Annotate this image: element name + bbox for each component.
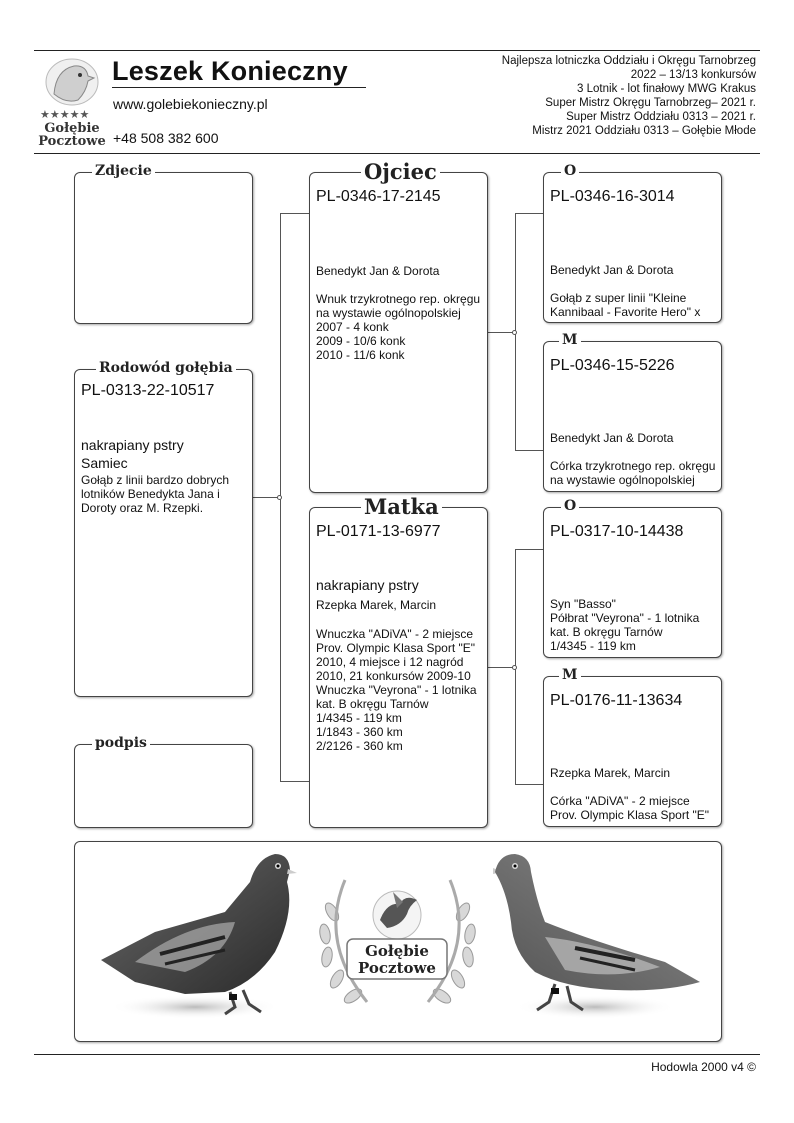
mother-desc-line: Wnuczka "ADiVA" - 2 miejsce	[316, 627, 474, 641]
maternal-grandmother-ring: PL-0176-11-13634	[550, 692, 683, 709]
mother-box: PL-0171-13-6977 nakrapiany pstry Rzepka …	[309, 507, 488, 828]
maternal-grandfather-box: PL-0317-10-14438 Syn "Basso" Półbrat "Ve…	[543, 507, 722, 658]
pigeon-sex: Samiec	[81, 455, 128, 471]
center-logo-text-line-1: Gołębie	[365, 942, 429, 960]
phone-number: +48 508 382 600	[113, 130, 219, 146]
paternal-grandmother-ring: PL-0346-15-5226	[550, 357, 675, 374]
mother-desc-line: Prov. Olympic Klasa Sport "E"	[316, 641, 476, 655]
signature-box	[74, 744, 253, 828]
paternal-grandmother-desc-line: na wystawie ogólnopolskiej	[550, 473, 695, 487]
pigeon-description: Gołąb z linii bardzo dobrych lotników Be…	[81, 473, 230, 515]
maternal-grandfather-ring: PL-0317-10-14438	[550, 523, 684, 540]
achievement-line: Najlepsza lotniczka Oddziału i Okręgu Ta…	[501, 55, 756, 67]
pigeons-illustration: Gołębie Pocztowe	[101, 854, 700, 1019]
mother-desc-line: 2/2126 - 360 km	[316, 739, 403, 753]
paternal-grandmother-box: PL-0346-15-5226 Benedykt Jan & Dorota Có…	[543, 341, 722, 492]
photo-box-title: Zdjecie	[92, 164, 155, 178]
mother-color: nakrapiany pstry	[316, 577, 419, 593]
logo-text-line-1: Gołębie	[44, 121, 99, 136]
illustration-box: Gołębie Pocztowe	[74, 841, 722, 1042]
header-top-rule	[34, 50, 760, 51]
mother-breeder: Rzepka Marek, Marcin	[316, 598, 437, 612]
paternal-grandfather-box-title: O	[561, 164, 580, 178]
maternal-grandmother-box: PL-0176-11-13634 Rzepka Marek, Marcin Có…	[543, 676, 722, 827]
mother-desc-line: 2010, 4 miejsce i 12 nagród	[316, 655, 464, 669]
mother-desc-line: 2010, 21 konkursów 2009-10	[316, 669, 471, 683]
maternal-grandfather-desc-line: Półbrat "Veyrona" - 1 lotnika	[550, 611, 700, 625]
maternal-grandmother-desc-line: Prov. Olympic Klasa Sport "E"	[550, 808, 710, 822]
achievement-line: 2022 – 13/13 konkursów	[630, 69, 756, 81]
pigeon-box-title: Rodowód gołębia	[96, 361, 236, 375]
father-box: PL-0346-17-2145 Benedykt Jan & Dorota Wn…	[309, 172, 488, 493]
paternal-grandfather-breeder: Benedykt Jan & Dorota	[550, 263, 674, 277]
maternal-grandfather-desc-line: kat. B okręgu Tarnów	[550, 625, 663, 639]
father-desc-line: 2010 - 11/6 konk	[316, 348, 405, 362]
website-link[interactable]: www.golebiekonieczny.pl	[113, 96, 268, 112]
achievement-line: Super Mistrz Okręgu Tarnobrzeg– 2021 r.	[545, 97, 756, 109]
maternal-grandmother-desc-line: Córka "ADiVA" - 2 miejsce	[550, 794, 690, 808]
maternal-grandmother-box-title: M	[559, 668, 581, 682]
logo-emblem: ★★★★★ Gołębie Pocztowe	[38, 58, 106, 146]
maternal-grandfather-desc-line: 1/4345 - 119 km	[550, 639, 636, 653]
father-desc-line: Wnuk trzykrotnego rep. okręgu	[316, 292, 481, 306]
father-box-title: Ojciec	[361, 161, 440, 182]
maternal-grandmother-breeder: Rzepka Marek, Marcin	[550, 766, 671, 780]
paternal-grandfather-desc-line: Gołąb z super linii "Kleine	[550, 291, 687, 305]
signature-box-title: podpis	[92, 736, 150, 750]
achievement-line: Mistrz 2021 Oddziału 0313 – Gołębie Młod…	[532, 125, 756, 137]
father-desc-line: 2007 - 4 konk	[316, 320, 389, 334]
maternal-grandfather-desc-line: Syn "Basso"	[550, 597, 616, 611]
header-bottom-rule	[34, 153, 760, 154]
maternal-grandfather-box-title: O	[561, 499, 580, 513]
mother-ring-number: PL-0171-13-6977	[316, 523, 441, 540]
father-ring-number: PL-0346-17-2145	[316, 188, 441, 205]
mother-box-title: Matka	[361, 496, 442, 517]
mother-desc-line: 1/4345 - 119 km	[316, 711, 402, 725]
paternal-grandfather-ring: PL-0346-16-3014	[550, 188, 675, 205]
logo: ★★★★★ Gołębie Pocztowe	[36, 56, 108, 146]
paternal-grandmother-breeder: Benedykt Jan & Dorota	[550, 431, 674, 445]
father-desc-line: na wystawie ogólnopolskiej	[316, 306, 461, 320]
photo-box	[74, 172, 253, 324]
pigeon-ring-number: PL-0313-22-10517	[81, 382, 215, 399]
mother-desc-line: kat. B okręgu Tarnów	[316, 697, 429, 711]
achievement-line: Super Mistrz Oddziału 0313 – 2021 r.	[566, 111, 756, 123]
pigeon-box: PL-0313-22-10517 nakrapiany pstry Samiec…	[74, 369, 253, 697]
paternal-grandmother-desc-line: Córka trzykrotnego rep. okręgu	[550, 459, 716, 473]
paternal-grandmother-box-title: M	[559, 333, 581, 347]
pigeon-color: nakrapiany pstry	[81, 437, 184, 453]
footer-credit: Hodowla 2000 v4 ©	[651, 1060, 756, 1074]
father-desc-line: 2009 - 10/6 konk	[316, 334, 406, 348]
svg-text:★★★★★: ★★★★★	[40, 108, 89, 121]
achievements-list: Najlepsza lotniczka Oddziału i Okręgu Ta…	[502, 54, 756, 138]
father-breeder: Benedykt Jan & Dorota	[316, 264, 440, 278]
right-pigeon-image	[493, 854, 700, 1019]
achievement-line: 3 Lotnik - lot finałowy MWG Krakus	[577, 83, 756, 95]
mother-desc-line: Wnuczka "Veyrona" - 1 lotnika	[316, 683, 477, 697]
center-logo-text-line-2: Pocztowe	[358, 959, 436, 977]
footer-rule	[34, 1054, 760, 1055]
breeder-name-underline	[112, 87, 366, 88]
breeder-name: Leszek Konieczny	[112, 56, 348, 86]
paternal-grandfather-desc-line: Kannibaal - Favorite Hero" x	[550, 305, 701, 319]
mother-desc-line: 1/1843 - 360 km	[316, 725, 403, 739]
left-pigeon-image	[101, 854, 297, 1019]
center-logo: Gołębie Pocztowe	[319, 879, 476, 1004]
paternal-grandfather-box: PL-0346-16-3014 Benedykt Jan & Dorota Go…	[543, 172, 722, 323]
logo-text-line-2: Pocztowe	[38, 134, 106, 146]
